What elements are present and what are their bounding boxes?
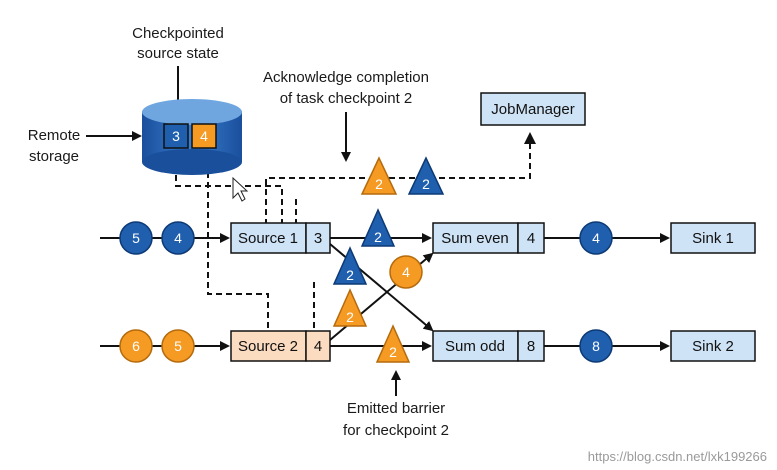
sum-even-state-box (517, 222, 545, 254)
ack-barrier-token-value: 2 (375, 176, 383, 192)
storage-state-b-value: 4 (200, 128, 208, 144)
sum-odd-state-value: 8 (527, 338, 535, 355)
remote-storage-label-line1: Remote (28, 127, 81, 144)
checkpointed-label-line1: Checkpointed (132, 25, 224, 42)
ack-barrier-token: 2 (360, 156, 398, 195)
remote-storage-label-line2: storage (29, 148, 79, 165)
source2-state-value: 4 (314, 338, 322, 355)
source1-label: Source 1 (238, 230, 298, 247)
ack-path-to-jobmanager (265, 142, 531, 225)
watermark: https://blog.csdn.net/lxk199266 (587, 449, 767, 464)
sum-even-state-value: 4 (527, 230, 535, 247)
ack-label-line2: of task checkpoint 2 (280, 90, 413, 107)
record-token-value: 5 (174, 338, 182, 354)
remote-storage-cylinder: 3 4 (142, 99, 242, 175)
source2-state-path (207, 160, 269, 328)
barrier-token: 2 (375, 324, 411, 363)
sum-odd-node: Sum odd 8 (432, 330, 545, 362)
record-token-value: 4 (592, 230, 600, 246)
storage-state-b-box (191, 123, 217, 149)
record-token-value: 4 (174, 230, 182, 246)
emitted-barrier-label-line1: Emitted barrier (347, 400, 445, 417)
sink2-label: Sink 2 (692, 338, 734, 355)
record-token: 6 (119, 329, 153, 363)
record-token-value: 8 (592, 338, 600, 354)
jobmanager-label: JobManager (491, 101, 574, 118)
barrier-token: 2 (332, 246, 368, 285)
stream-edges (100, 233, 670, 351)
ack-barrier-token: 2 (407, 156, 445, 195)
jobmanager-arrowhead (524, 132, 536, 144)
jobmanager-box (480, 92, 586, 126)
source2-state-box (305, 330, 331, 362)
sum-even-label: Sum even (441, 230, 509, 247)
storage-state-a-value: 3 (172, 128, 180, 144)
source1-state-path (175, 160, 283, 225)
dashed-ack-paths (175, 142, 531, 328)
mouse-cursor-icon (232, 176, 249, 202)
sum-even-node: Sum even 4 (432, 222, 545, 254)
barrier-token-value: 2 (346, 309, 354, 325)
sum-odd-state-box (517, 330, 545, 362)
barrier-token-value: 2 (389, 344, 397, 360)
storage-state-a-box (163, 123, 189, 149)
source1-node: Source 1 3 (230, 222, 331, 254)
record-token: 5 (161, 329, 195, 363)
checkpointed-label-line2: source state (137, 45, 219, 62)
record-token: 5 (119, 221, 153, 255)
barrier-token: 2 (332, 288, 368, 327)
record-token: 4 (389, 255, 423, 289)
record-token-value: 6 (132, 338, 140, 354)
record-token: 8 (579, 329, 613, 363)
sum-odd-label: Sum odd (445, 338, 505, 355)
sink2-node: Sink 2 (670, 330, 756, 362)
source2-node: Source 2 4 (230, 330, 331, 362)
source2-label: Source 2 (238, 338, 298, 355)
sink1-label: Sink 1 (692, 230, 734, 247)
barrier-token-value: 2 (346, 267, 354, 283)
record-token: 4 (161, 221, 195, 255)
sink1-node: Sink 1 (670, 222, 756, 254)
barrier-token-value: 2 (374, 229, 382, 245)
record-token: 4 (579, 221, 613, 255)
record-token-value: 5 (132, 230, 140, 246)
source1-state-box (305, 222, 331, 254)
ack-barrier-token-value: 2 (422, 176, 430, 192)
barrier-token: 2 (360, 208, 396, 247)
record-token-value: 4 (402, 264, 410, 280)
emitted-barrier-label-line2: for checkpoint 2 (343, 422, 449, 439)
ack-label-line1: Acknowledge completion (263, 69, 429, 86)
source1-state-value: 3 (314, 230, 322, 247)
